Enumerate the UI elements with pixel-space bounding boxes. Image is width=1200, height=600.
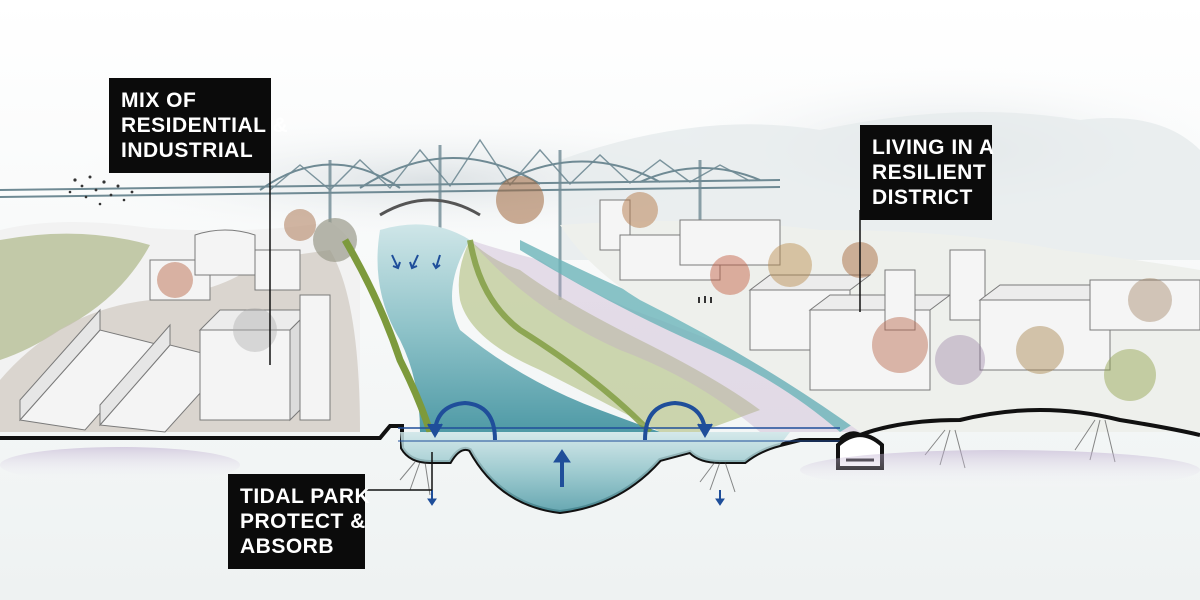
- wetland-flowers: [470, 240, 870, 432]
- label-line: INDUSTRIAL: [121, 139, 254, 162]
- levee-right: [467, 239, 653, 435]
- label-line: RESIDENTIAL &: [121, 114, 289, 137]
- right-buildings: [599, 199, 1200, 391]
- side-channel: [520, 240, 860, 432]
- curved-arrow-icon: [643, 400, 713, 441]
- label-line: DISTRICT: [872, 186, 973, 209]
- flow-arrow-icon: [391, 254, 401, 270]
- label-living-resilient-district: LIVING IN A RESILIENT DISTRICT: [860, 125, 995, 220]
- arch-bridge: [379, 198, 481, 217]
- trees-left: [157, 209, 357, 352]
- left-buildings: [19, 229, 331, 433]
- flow-arrows: [391, 254, 441, 270]
- section-water: [400, 432, 790, 512]
- label-line: PROTECT &: [240, 510, 366, 533]
- label-line: TIDAL PARK: [240, 485, 371, 508]
- people: [698, 296, 712, 303]
- flow-arrow-icon: [409, 254, 419, 270]
- label-line: RESILIENT: [872, 161, 987, 184]
- left-marsh: [0, 233, 150, 360]
- label-tidal-park: TIDAL PARK PROTECT & ABSORB: [228, 474, 371, 569]
- river: [377, 224, 660, 432]
- label-line: LIVING IN A: [872, 136, 995, 159]
- down-arrow-icon: [427, 490, 437, 506]
- birds: [68, 175, 134, 206]
- label-line: ABSORB: [240, 535, 335, 558]
- label-mix-residential-industrial: MIX OF RESIDENTIAL & INDUSTRIAL: [109, 78, 289, 173]
- label-line: MIX OF: [121, 89, 197, 112]
- curved-arrows: [427, 400, 713, 441]
- levee-left: [341, 238, 434, 434]
- river-island: [458, 240, 760, 432]
- mist-right: [800, 450, 1200, 490]
- up-arrow-icon: [553, 449, 571, 487]
- flow-arrow-icon: [432, 254, 441, 270]
- trees-right: [496, 176, 1172, 401]
- mist-left: [0, 447, 240, 483]
- curved-arrow-icon: [427, 400, 497, 441]
- down-arrow-icon: [715, 490, 725, 506]
